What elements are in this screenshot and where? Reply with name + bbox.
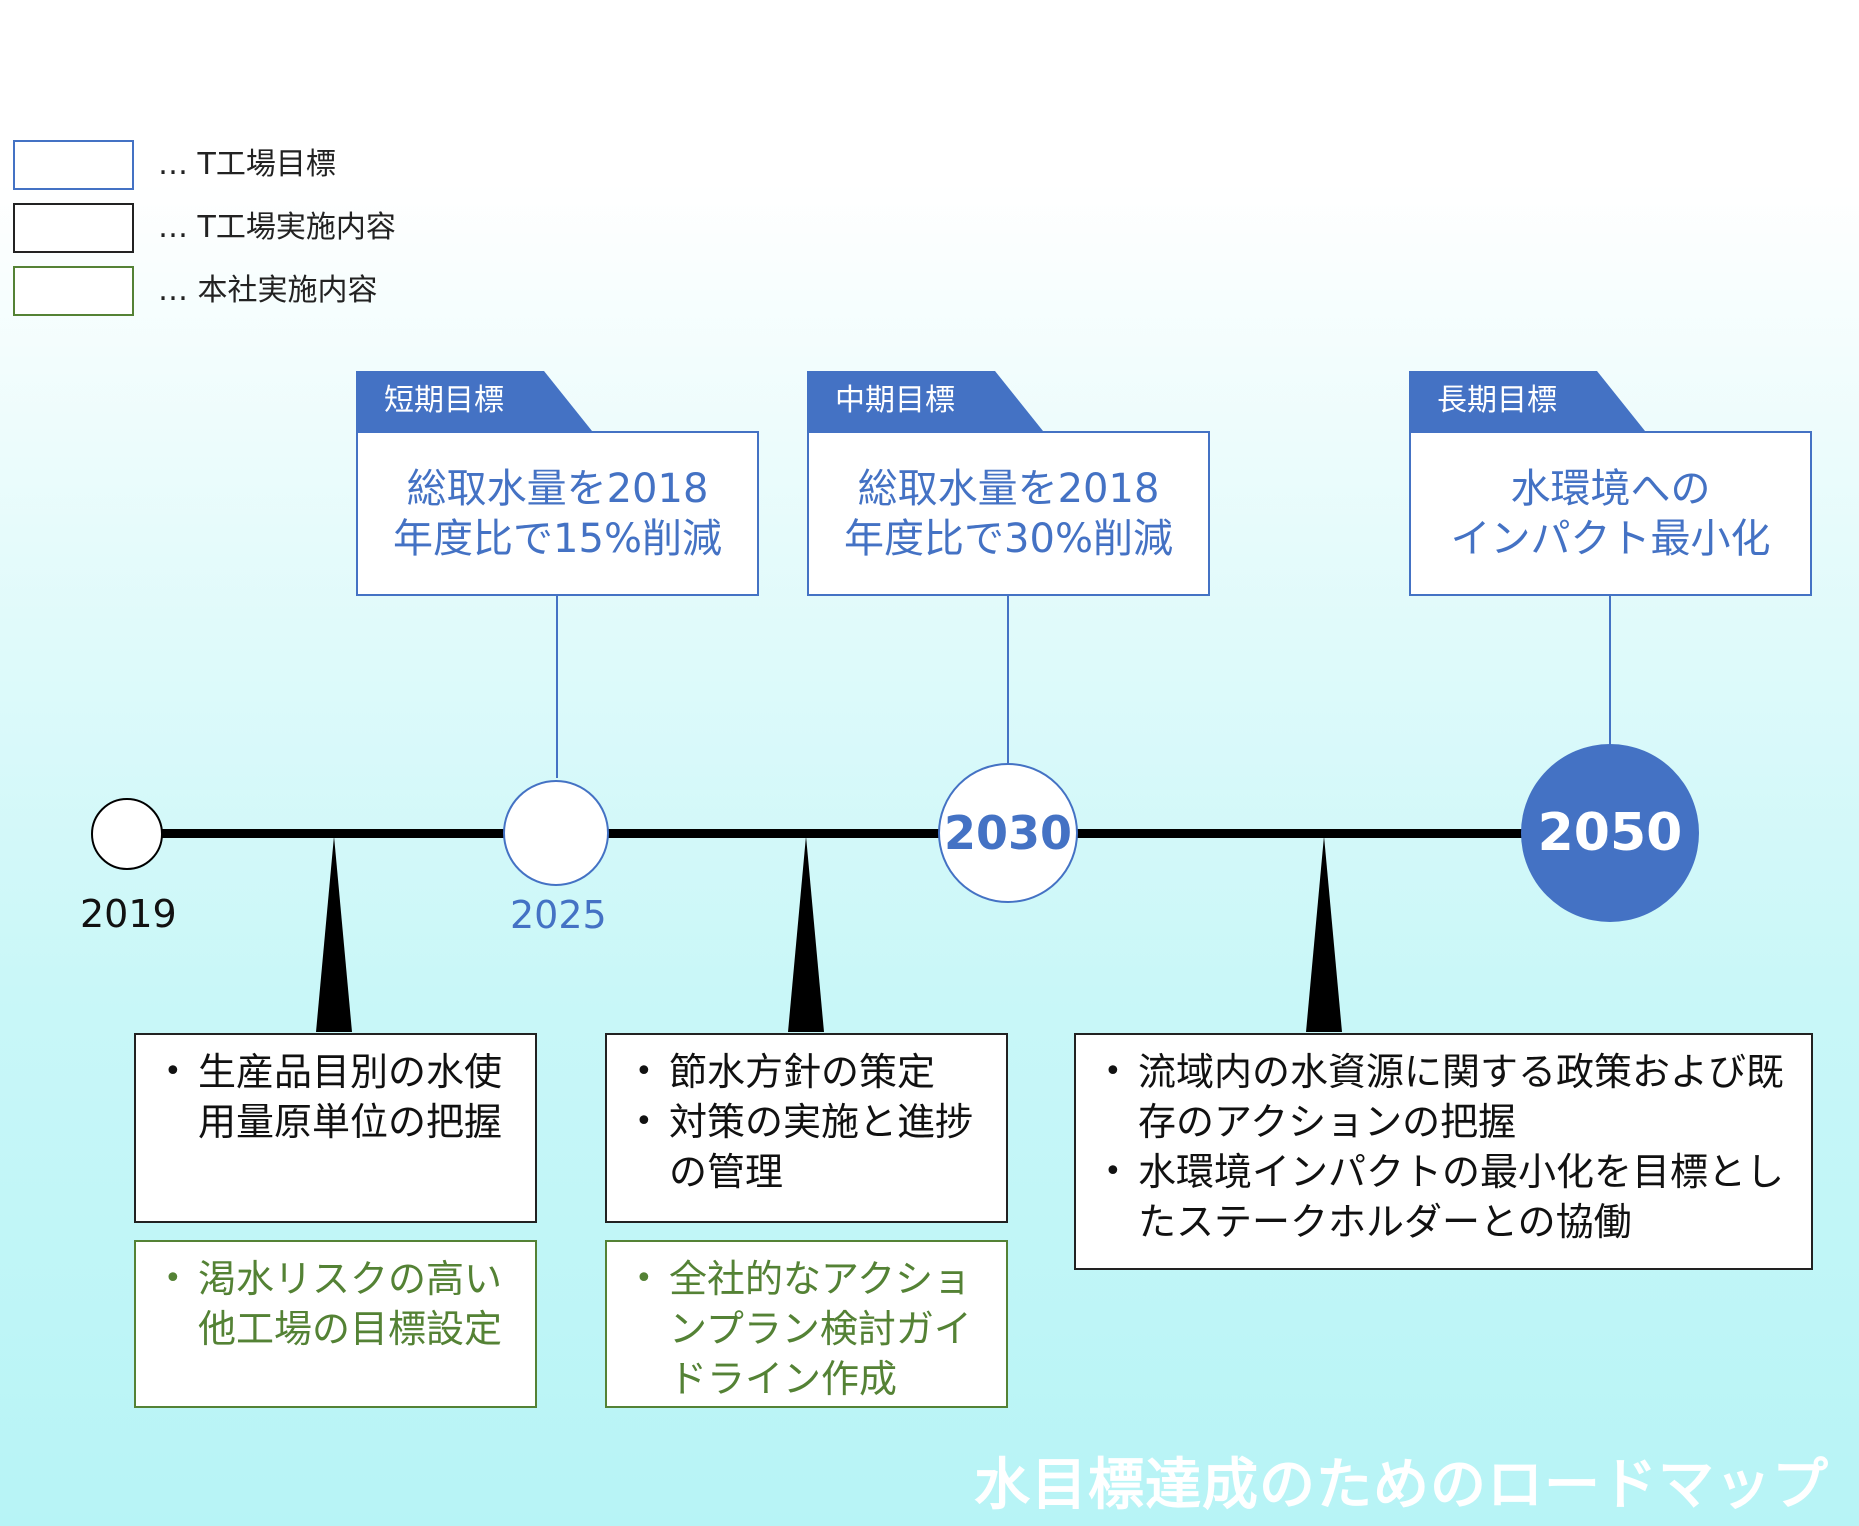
legend-swatch-hq-action [13,266,134,316]
long-term-goal-box: 水環境への インパクト最小化 [1409,431,1812,596]
long-term-goal-tab: 長期目標 [1409,371,1645,431]
milestone-2030-label: 2030 [943,806,1073,860]
phase1-pointer [316,836,352,1032]
phase1-factory-actions: •生産品目別の水使用量原単位の把握 [134,1033,537,1223]
list-item: •流域内の水資源に関する政策および既存のアクションの把握 [1104,1050,1785,1144]
short-term-goal-box: 総取水量を2018 年度比で15%削減 [356,431,759,596]
phase1-hq-actions: •渇水リスクの高い他工場の目標設定 [134,1240,537,1408]
list-item: •渇水リスクの高い他工場の目標設定 [164,1257,503,1351]
milestone-2025-circle [503,780,609,886]
phase3-pointer [1306,836,1342,1032]
list-item: •全社的なアクションプラン検討ガイドライン作成 [635,1257,972,1401]
short-term-goal-line-1: 総取水量を2018 [406,465,709,512]
phase2-hq-actions: •全社的なアクションプラン検討ガイドライン作成 [605,1240,1008,1408]
long-term-connector [1609,596,1611,746]
page-title: 水目標達成のためのロードマップ [974,1453,1829,1518]
phase2-pointer [788,836,824,1032]
milestone-2019-label: 2019 [80,892,177,936]
mid-term-goal-tab: 中期目標 [807,371,1043,431]
milestone-2025-label: 2025 [510,893,607,937]
legend-label-factory-action: … T工場実施内容 [158,210,396,245]
milestone-2050-label: 2050 [1537,803,1683,863]
timeline-bar [140,829,1540,838]
legend-label-hq-action: … 本社実施内容 [158,273,378,308]
long-term-goal-line-2: インパクト最小化 [1450,515,1771,562]
long-term-goal-line-1: 水環境への [1510,465,1711,512]
milestone-2019-circle [91,798,163,870]
legend-label-factory-goal: … T工場目標 [158,147,336,182]
phase2-factory-actions: •節水方針の策定 •対策の実施と進捗の管理 [605,1033,1008,1223]
list-item: •水環境インパクトの最小化を目標としたステークホルダーとの協働 [1104,1150,1785,1244]
mid-term-goal-box: 総取水量を2018 年度比で30%削減 [807,431,1210,596]
mid-term-connector [1007,596,1009,764]
list-item: •生産品目別の水使用量原単位の把握 [164,1050,503,1144]
short-term-goal-tab: 短期目標 [356,371,592,431]
short-term-connector [556,596,558,778]
mid-term-goal-line-1: 総取水量を2018 [857,465,1160,512]
milestone-2030-circle: 2030 [938,763,1078,903]
milestone-2050-circle: 2050 [1521,744,1699,922]
short-term-goal-line-2: 年度比で15%削減 [393,515,722,562]
list-item: •対策の実施と進捗の管理 [635,1100,974,1194]
mid-term-goal-line-2: 年度比で30%削減 [844,515,1173,562]
phase3-factory-actions: •流域内の水資源に関する政策および既存のアクションの把握 •水環境インパクトの最… [1074,1033,1813,1270]
legend-swatch-factory-goal [13,140,134,190]
list-item: •節水方針の策定 [635,1050,936,1094]
legend-swatch-factory-action [13,203,134,253]
